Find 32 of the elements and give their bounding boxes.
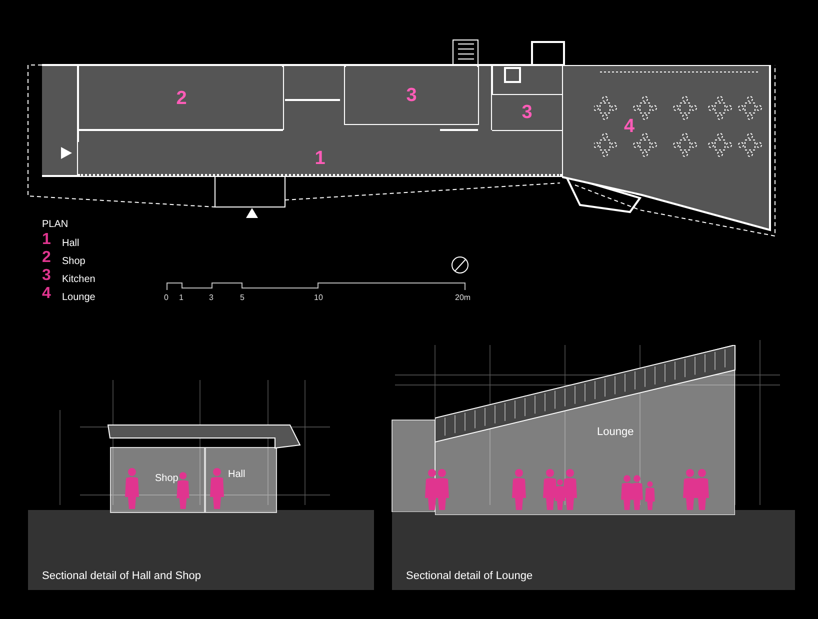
room-number: 2 bbox=[176, 88, 187, 108]
ground-panel bbox=[392, 510, 795, 590]
lounge-area bbox=[562, 65, 772, 233]
legend-number: 1 bbox=[42, 232, 51, 248]
section-room bbox=[205, 447, 277, 513]
legend-text: Hall bbox=[62, 237, 80, 251]
room-number: 4 bbox=[624, 117, 635, 136]
scale-tick-label: 20m bbox=[455, 292, 471, 304]
legend-number: 3 bbox=[42, 268, 51, 284]
room-area bbox=[492, 95, 562, 130]
scale-tick-label: 5 bbox=[240, 292, 244, 304]
space-label: Hall bbox=[228, 470, 246, 480]
section-caption: Sectional detail of Hall and Shop bbox=[42, 568, 201, 584]
ground-panel bbox=[28, 510, 374, 590]
section-caption: Sectional detail of Lounge bbox=[406, 568, 533, 584]
room-number: 1 bbox=[314, 148, 326, 168]
room-area bbox=[345, 67, 478, 124]
legend-text: Shop bbox=[62, 255, 86, 269]
legend-number: 4 bbox=[42, 286, 51, 302]
scale-tick-label: 3 bbox=[209, 292, 214, 304]
space-label: Lounge bbox=[597, 427, 634, 438]
legend-text: Lounge bbox=[62, 291, 96, 305]
scale-tick-label: 0 bbox=[164, 292, 168, 304]
legend-text: Kitchen bbox=[62, 273, 96, 287]
space-label: Shop bbox=[155, 474, 178, 484]
scale-tick-label: 1 bbox=[179, 292, 184, 304]
hall-area bbox=[78, 142, 562, 176]
scale-tick-label: 10 bbox=[314, 292, 323, 304]
legend-number: 2 bbox=[42, 250, 51, 266]
room-number: 3 bbox=[406, 86, 417, 105]
legend-text: PLAN bbox=[42, 218, 68, 232]
room-number: 3 bbox=[522, 103, 532, 122]
